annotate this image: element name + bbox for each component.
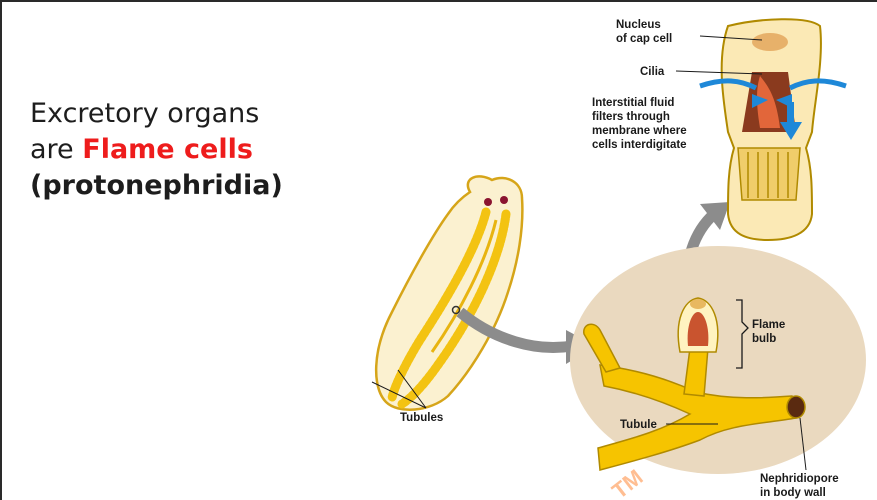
label-flame-bulb-line-2: bulb (752, 333, 776, 345)
label-fluid-line-3: membrane where (592, 125, 687, 137)
flatworm-illustration (376, 176, 522, 409)
label-fluid-line-1: Interstitial fluid (592, 97, 674, 109)
label-nucleus-line-1: Nucleus (616, 19, 661, 31)
label-tubule: Tubule (620, 419, 657, 431)
label-nucleus-line-2: of cap cell (616, 33, 672, 45)
flame-bulb-zoom-panel (570, 246, 866, 474)
watermark: TM (607, 464, 647, 500)
label-flame-bulb-line-1: Flame (752, 319, 785, 331)
label-tubules: Tubules (400, 412, 443, 424)
label-nephridiopore-line-1: Nephridiopore (760, 473, 839, 485)
label-cilia: Cilia (640, 66, 665, 78)
label-fluid-line-2: filters through (592, 111, 670, 123)
label-fluid-line-4: cells interdigitate (592, 139, 687, 151)
label-nephridiopore-line-2: in body wall (760, 487, 826, 499)
